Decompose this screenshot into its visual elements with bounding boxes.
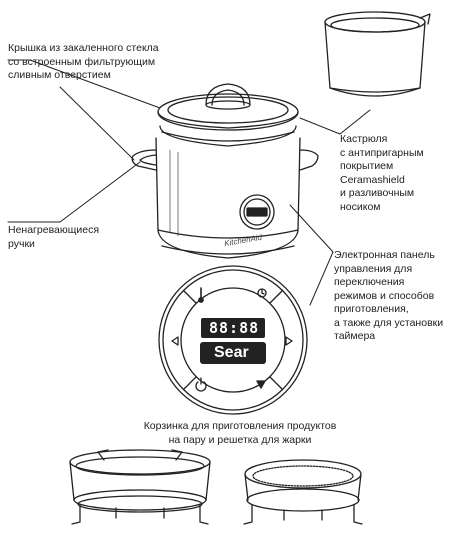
- label-panel: Электронная панель управления для перекл…: [334, 249, 444, 342]
- label-handles: Ненагревающиеся ручки: [8, 224, 100, 250]
- leader-panel-1: [289, 204, 334, 253]
- leader-lines: [7, 59, 371, 306]
- power-icon: [195, 377, 207, 392]
- roasting-rack: [243, 459, 363, 525]
- arrow-right-icon: [285, 336, 293, 346]
- label-basket: Корзинка для приготовления продуктов на …: [143, 420, 337, 446]
- label-pot: Кастрюля с антипригарным покрытием Ceram…: [340, 133, 424, 213]
- leader-pot-1: [299, 117, 341, 135]
- leader-pot-2: [339, 109, 371, 135]
- glass-lid: [157, 93, 299, 131]
- lid-handle: [205, 83, 251, 106]
- timer-icon: [257, 288, 267, 298]
- lcd-digits-box: [201, 318, 265, 338]
- control-knob: [239, 194, 275, 230]
- start-triangle-icon: [256, 380, 266, 389]
- lcd-mode-box: [200, 342, 266, 364]
- right-handle: [299, 149, 319, 171]
- removable-pot: [324, 11, 431, 97]
- label-lid: Крышка из закаленного стекла со встроенн…: [8, 42, 159, 81]
- leader-panel-2: [309, 251, 334, 306]
- lcd-digits: 88:88: [209, 319, 260, 337]
- lcd-mode: Sear: [214, 344, 249, 361]
- cooker: [131, 83, 319, 259]
- arrow-left-icon: [171, 336, 179, 346]
- left-handle: [131, 149, 157, 171]
- steam-basket: [69, 449, 211, 525]
- leader-handles-2: [7, 161, 141, 223]
- thermometer-icon: [198, 287, 204, 303]
- leader-handles-1: [59, 86, 135, 161]
- leader-lid: [7, 59, 161, 109]
- control-panel: [158, 265, 308, 415]
